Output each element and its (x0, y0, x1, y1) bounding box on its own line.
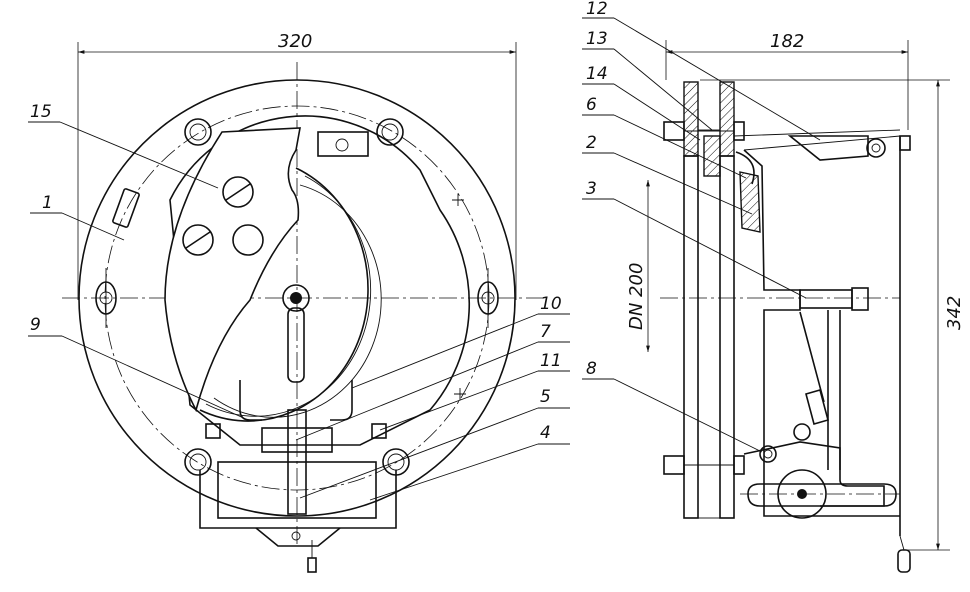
callout-1: 1 (42, 193, 53, 213)
callout-8: 8 (586, 359, 597, 379)
cutaway-plate (164, 127, 301, 413)
flange-right (719, 155, 735, 519)
plug-screw-1 (222, 176, 254, 208)
plug-screw-3 (232, 224, 264, 256)
callout-15: 15 (30, 102, 52, 122)
callout-4: 4 (540, 423, 551, 443)
callout-12: 12 (586, 0, 608, 19)
dn-label: DN 200 (626, 263, 647, 330)
valve-disc-inner (213, 184, 382, 418)
callout-11: 11 (540, 351, 562, 371)
counterweight-wheel (777, 469, 827, 519)
hinge-left (239, 380, 262, 421)
front-view: 320 (62, 31, 545, 573)
seat (739, 171, 761, 233)
side-bolt-bottom-left (663, 455, 685, 475)
center-mark-2 (454, 388, 466, 400)
dimension-dn: DN 200 (626, 180, 650, 352)
disc-stem (799, 311, 825, 403)
callout-5: 5 (540, 387, 551, 407)
callout-13: 13 (586, 29, 608, 49)
nameplate (112, 188, 140, 228)
flange-left-hatch (683, 81, 699, 157)
callouts: 15 1 9 10 7 11 5 4 12 13 (28, 0, 821, 501)
dimension-width-front: 320 (77, 31, 517, 300)
callout-14: 14 (586, 64, 608, 84)
seal-tag (307, 557, 317, 573)
side-seal (897, 549, 911, 573)
top-lever (787, 135, 869, 161)
side-top-tab (899, 135, 911, 151)
plug-screw-2 (182, 224, 214, 256)
body-ring (697, 129, 721, 519)
lower-linkage (743, 441, 841, 470)
side-nut-8 (759, 445, 777, 463)
callout-10: 10 (540, 294, 562, 314)
dimension-320-label: 320 (278, 31, 312, 52)
bolt-right (477, 268, 499, 328)
flange-left (683, 155, 699, 519)
outer-flange (78, 79, 516, 517)
bottom-fitting (255, 527, 341, 547)
dimension-height: 342 (700, 79, 965, 551)
bolt-bottom-left (184, 448, 212, 476)
bolt-top-right (376, 118, 404, 146)
bolt-left (95, 268, 117, 328)
side-bolt-top-left (663, 121, 685, 141)
disc-pivot (805, 389, 829, 425)
screw-right (371, 423, 387, 439)
callout-2: 2 (586, 133, 597, 153)
shaft-hub (282, 284, 310, 312)
screw-left (205, 423, 221, 439)
callout-7: 7 (540, 322, 551, 342)
bolt-top-left (184, 118, 212, 146)
bolt-circle (104, 105, 490, 491)
seat-lip (735, 151, 755, 185)
callout-9: 9 (30, 315, 41, 335)
dimension-342-label: 342 (944, 296, 965, 330)
top-clamp (317, 131, 369, 157)
valve-disc-rim (205, 175, 372, 417)
dimension-182-label: 182 (770, 31, 804, 52)
shaft-nut (851, 287, 869, 311)
flange-right-hatch (719, 81, 735, 157)
dimension-width-side: 182 (665, 31, 909, 130)
gasket (703, 135, 721, 177)
callout-6: 6 (586, 95, 597, 115)
counterweight-box (217, 461, 377, 519)
lever-bar (261, 427, 333, 453)
housing-side (743, 149, 900, 517)
hinge-right (330, 380, 353, 421)
lower-bracket (199, 470, 397, 529)
callout-3: 3 (586, 179, 597, 199)
shaft-side (799, 289, 853, 309)
top-pivot (866, 138, 886, 158)
shaft-slot (287, 307, 305, 383)
counterweight-frame (747, 483, 897, 507)
side-view: 182 342 DN 200 (626, 31, 965, 573)
center-mark-1 (452, 194, 464, 206)
arm-loop (820, 470, 885, 507)
